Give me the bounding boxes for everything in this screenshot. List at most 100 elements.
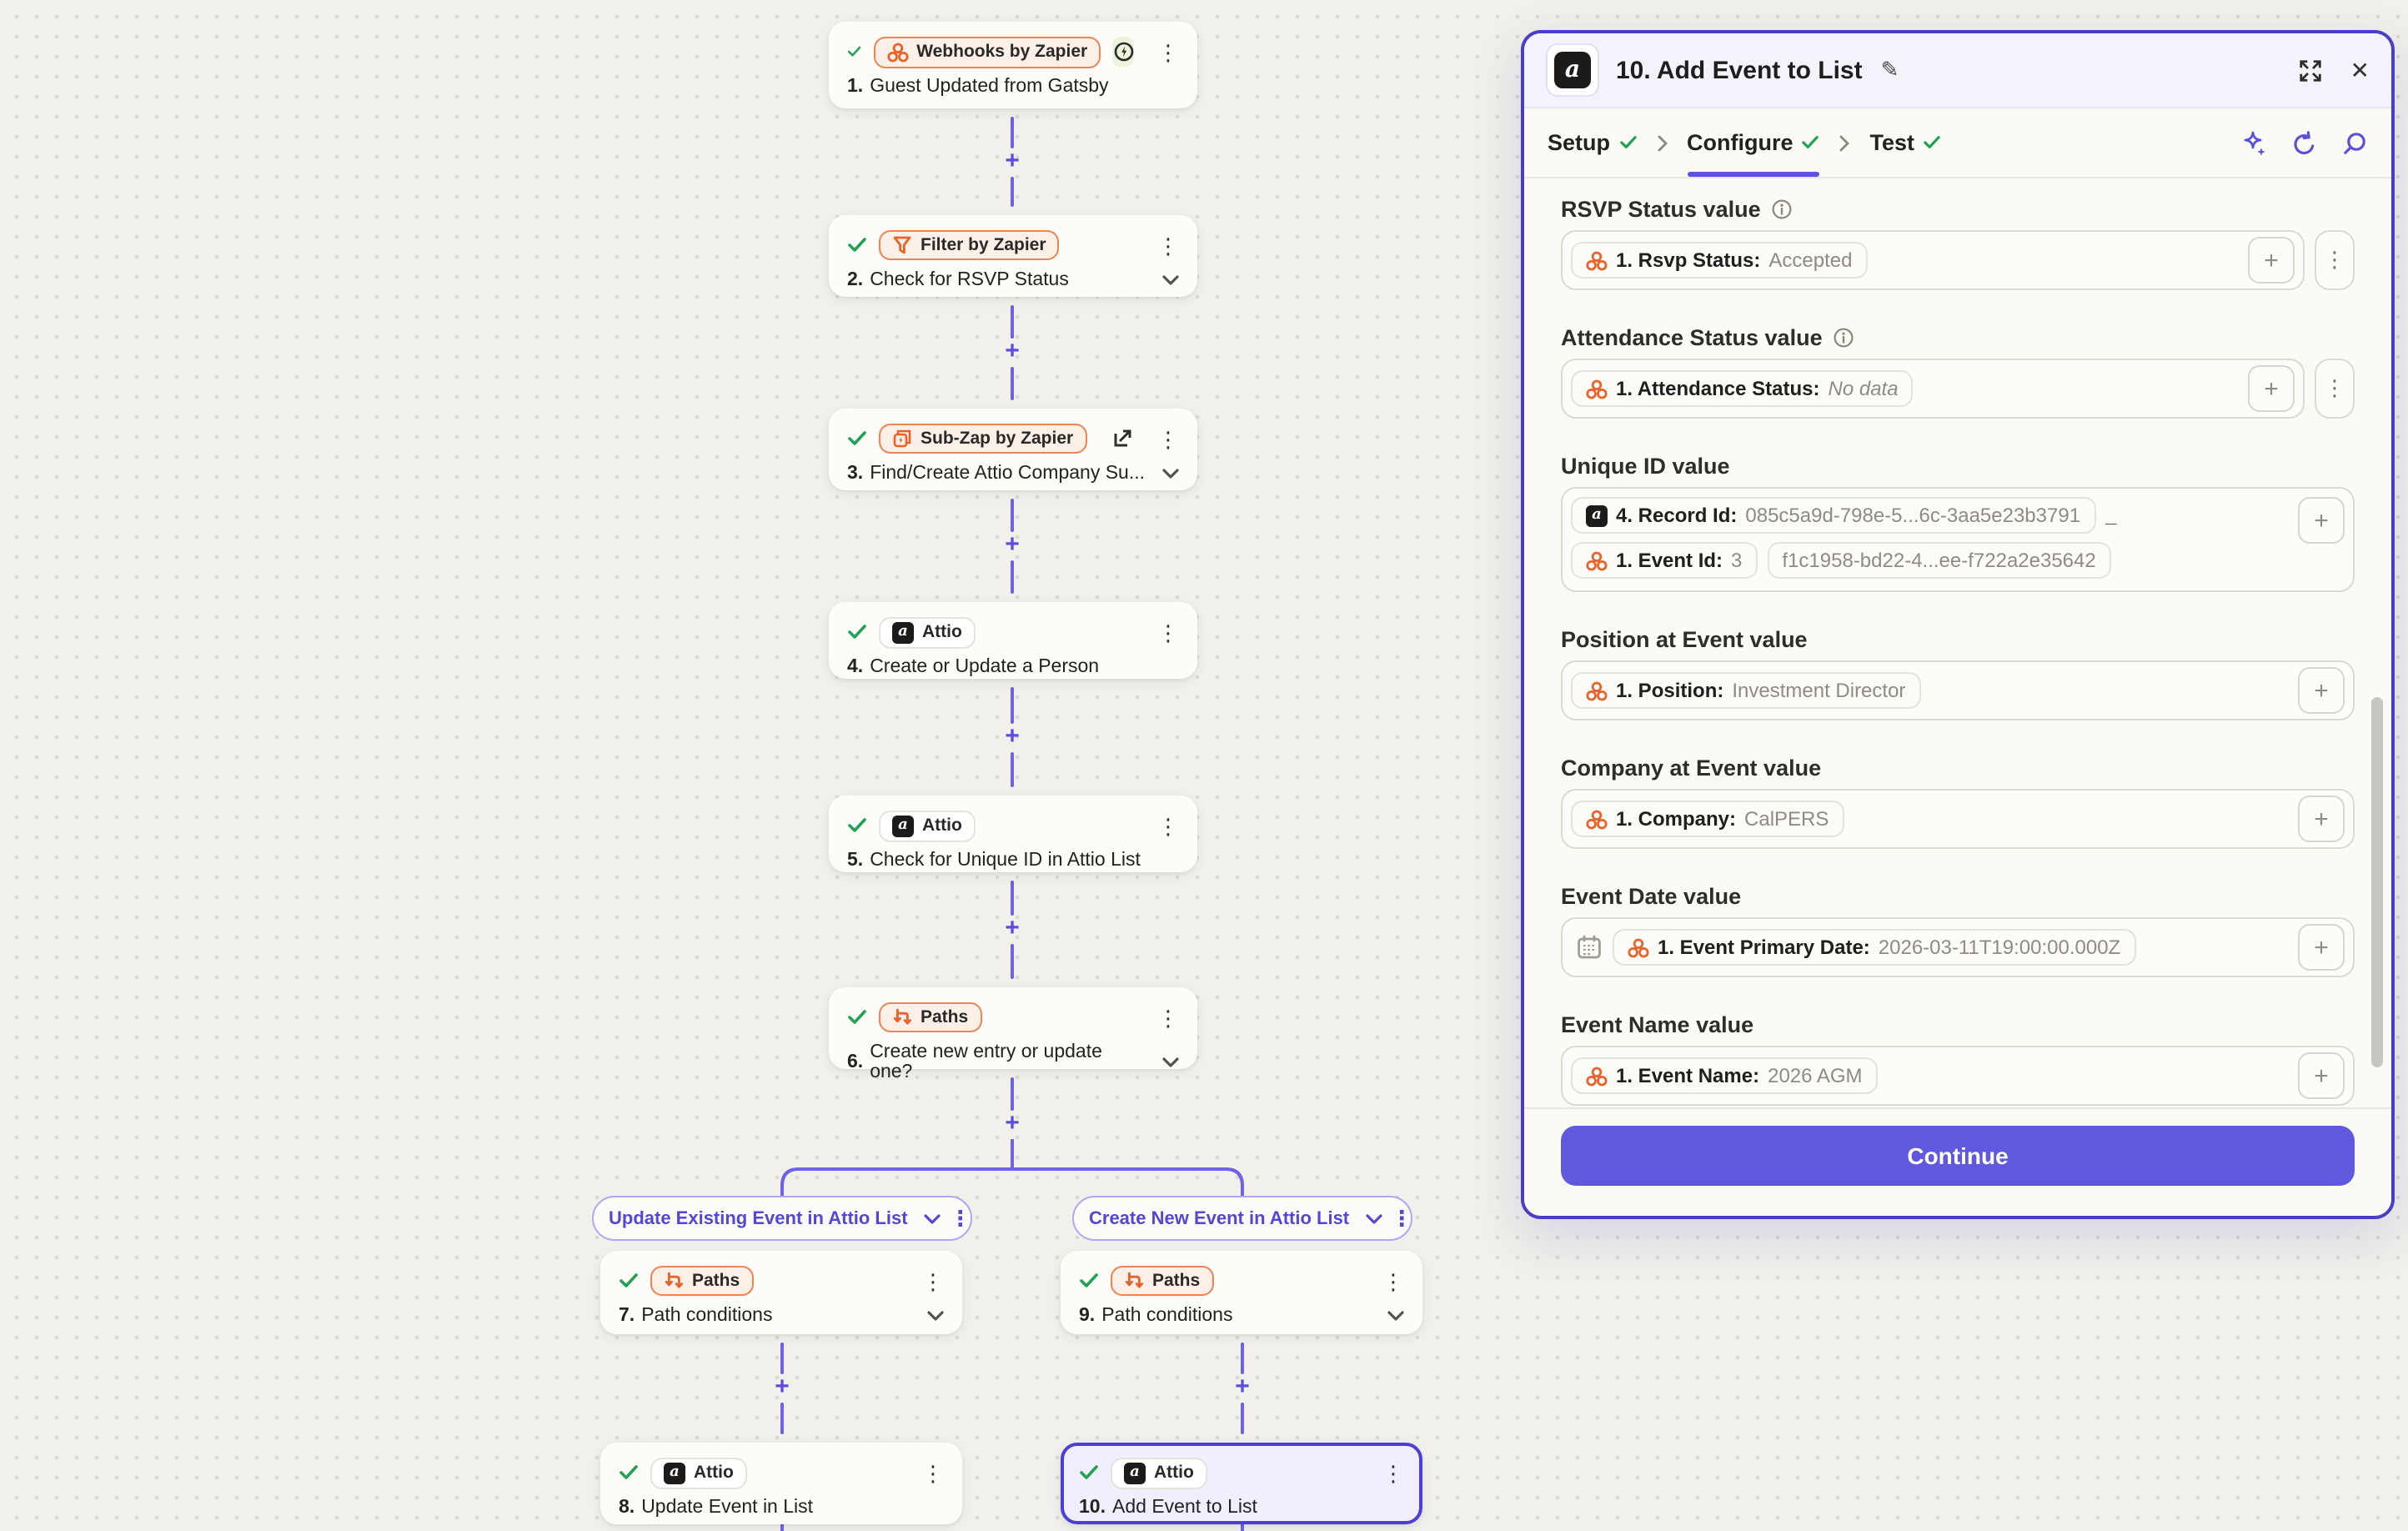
- step-node-6[interactable]: Paths ⋮ 6. Create new entry or update on…: [829, 987, 1197, 1082]
- step-node-2[interactable]: Filter by Zapier ⋮ 2. Check for RSVP Sta…: [829, 215, 1197, 297]
- app-badge: a Attio: [879, 810, 976, 841]
- connector-line: [1011, 687, 1014, 724]
- mapped-field-token[interactable]: 1. Position: Investment Director: [1571, 672, 1921, 709]
- kebab-menu-icon[interactable]: ⋮: [1157, 813, 1179, 838]
- insert-data-button[interactable]: +: [2298, 924, 2345, 971]
- path-label-create-new[interactable]: Create New Event in Attio List ⋮: [1072, 1196, 1412, 1241]
- step-node-3[interactable]: Sub-Zap by Zapier ⋮ 3. Find/Create Attio…: [829, 409, 1197, 490]
- step-title: Path conditions: [1101, 1306, 1233, 1326]
- kebab-menu-icon[interactable]: ⋮: [1157, 426, 1179, 451]
- kebab-menu-icon[interactable]: ⋮: [1157, 620, 1179, 645]
- open-subzap-icon[interactable]: [1112, 429, 1132, 449]
- insert-data-button[interactable]: +: [2298, 1052, 2345, 1099]
- token-label: 4. Record Id:: [1616, 504, 1738, 527]
- ai-sparkle-icon[interactable]: [2241, 129, 2268, 156]
- kebab-menu-icon[interactable]: ⋮: [922, 1268, 944, 1293]
- edit-title-icon[interactable]: ✎: [1880, 57, 1899, 82]
- app-badge: Paths: [650, 1266, 754, 1296]
- info-icon[interactable]: [1771, 198, 1793, 220]
- field-event-date: Event Date value 1. Event Primary Date: …: [1561, 884, 2355, 977]
- step-node-9[interactable]: Paths ⋮ 9. Path conditions: [1061, 1251, 1422, 1334]
- step-number: 10.: [1079, 1498, 1106, 1518]
- field-company-at-event: Company at Event value 1. Company: CalPE…: [1561, 755, 2355, 849]
- token-label: 1. Event Name:: [1616, 1064, 1760, 1087]
- step-node-7[interactable]: Paths ⋮ 7. Path conditions: [600, 1251, 962, 1334]
- kebab-menu-icon[interactable]: ⋮: [1157, 1005, 1179, 1030]
- event-date-input[interactable]: 1. Event Primary Date: 2026-03-11T19:00:…: [1561, 917, 2355, 977]
- token-value: 2026-03-11T19:00:00.000Z: [1878, 936, 2121, 959]
- mapped-field-token[interactable]: 1. Event Id: 3: [1571, 542, 1758, 579]
- tab-setup[interactable]: Setup: [1548, 108, 1637, 177]
- undo-icon[interactable]: [2291, 129, 2318, 156]
- add-step-button[interactable]: +: [1235, 1373, 1250, 1401]
- info-icon[interactable]: [1833, 327, 1854, 349]
- attio-icon: a: [892, 815, 914, 836]
- app-badge-label: Sub-Zap by Zapier: [921, 429, 1074, 449]
- step-number: 7.: [619, 1306, 635, 1326]
- add-step-button[interactable]: +: [1005, 1109, 1020, 1137]
- mapped-field-token[interactable]: 1. Event Name: 2026 AGM: [1571, 1057, 1878, 1094]
- path-label-update-existing[interactable]: Update Existing Event in Attio List ⋮: [592, 1196, 972, 1241]
- insert-data-button[interactable]: +: [2298, 667, 2345, 714]
- event-name-input[interactable]: 1. Event Name: 2026 AGM +: [1561, 1046, 2355, 1106]
- add-step-button[interactable]: +: [775, 1373, 790, 1401]
- add-step-button[interactable]: +: [1005, 530, 1020, 559]
- attendance-status-input[interactable]: 1. Attendance Status: No data +: [1561, 359, 2305, 419]
- chevron-down-icon[interactable]: [924, 1213, 941, 1223]
- kebab-menu-icon[interactable]: ⋮: [1382, 1268, 1404, 1293]
- rsvp-status-input[interactable]: 1. Rsvp Status: Accepted +: [1561, 230, 2305, 290]
- mapped-field-token[interactable]: 1. Attendance Status: No data: [1571, 370, 1914, 407]
- insert-data-button[interactable]: +: [2248, 365, 2295, 412]
- step-title: Check for RSVP Status: [870, 270, 1069, 290]
- kebab-menu-icon[interactable]: ⋮: [1157, 39, 1179, 64]
- kebab-menu-icon[interactable]: ⋮: [1382, 1460, 1404, 1485]
- mapped-field-token-wrap[interactable]: f1c1958-bd22-4...ee-f722a2e35642: [1767, 542, 2111, 579]
- step-node-5[interactable]: a Attio ⋮ 5. Check for Unique ID in Atti…: [829, 796, 1197, 872]
- step-number: 5.: [847, 851, 864, 871]
- token-value: f1c1958-bd22-4...ee-f722a2e35642: [1782, 549, 2096, 572]
- position-input[interactable]: 1. Position: Investment Director +: [1561, 660, 2355, 720]
- kebab-menu-icon[interactable]: ⋮: [922, 1460, 944, 1485]
- step-number: 9.: [1079, 1306, 1096, 1326]
- add-step-button[interactable]: +: [1005, 147, 1020, 175]
- chevron-down-icon[interactable]: [1162, 469, 1179, 479]
- add-step-button[interactable]: +: [1005, 337, 1020, 365]
- webhooks-icon: [1586, 250, 1608, 270]
- kebab-menu-icon[interactable]: ⋮: [1157, 233, 1179, 258]
- chevron-down-icon[interactable]: [1162, 1057, 1179, 1067]
- mapped-field-token[interactable]: 1. Rsvp Status: Accepted: [1571, 242, 1868, 279]
- add-step-button[interactable]: +: [1005, 722, 1020, 750]
- insert-data-button[interactable]: +: [2298, 497, 2345, 544]
- chevron-down-icon[interactable]: [927, 1311, 944, 1321]
- attio-icon: a: [892, 621, 914, 643]
- mapped-field-token[interactable]: 1. Company: CalPERS: [1571, 801, 1844, 837]
- chevron-down-icon[interactable]: [1162, 275, 1179, 285]
- chevron-down-icon[interactable]: [1366, 1213, 1382, 1223]
- step-node-1[interactable]: Webhooks by Zapier ⋮ 1. Guest Updated fr…: [829, 22, 1197, 108]
- panel-scrollbar[interactable]: [2371, 697, 2383, 1067]
- unique-id-input[interactable]: a 4. Record Id: 085c5a9d-798e-5...6c-3aa…: [1561, 487, 2355, 592]
- mapped-field-token[interactable]: a 4. Record Id: 085c5a9d-798e-5...6c-3aa…: [1571, 497, 2096, 534]
- kebab-menu-icon[interactable]: ⋮: [949, 1206, 971, 1231]
- company-input[interactable]: 1. Company: CalPERS +: [1561, 789, 2355, 849]
- mapped-field-token[interactable]: 1. Event Primary Date: 2026-03-11T19:00:…: [1613, 929, 2136, 966]
- tab-configure[interactable]: Configure: [1687, 108, 1820, 177]
- field-menu-button[interactable]: ⋮: [2315, 359, 2355, 419]
- token-value: Investment Director: [1732, 679, 1906, 702]
- kebab-menu-icon[interactable]: ⋮: [1391, 1206, 1413, 1231]
- insert-data-button[interactable]: +: [2248, 237, 2295, 284]
- close-panel-icon[interactable]: ✕: [2350, 56, 2370, 83]
- token-value: Accepted: [1768, 248, 1853, 272]
- add-step-button[interactable]: +: [1005, 914, 1020, 942]
- step-node-10-selected[interactable]: a Attio ⋮ 10. Add Event to List: [1061, 1443, 1422, 1524]
- insert-data-button[interactable]: +: [2298, 796, 2345, 842]
- step-node-8[interactable]: a Attio ⋮ 8. Update Event in List: [600, 1443, 962, 1524]
- field-menu-button[interactable]: ⋮: [2315, 230, 2355, 290]
- step-node-4[interactable]: a Attio ⋮ 4. Create or Update a Person: [829, 602, 1197, 679]
- search-icon[interactable]: [2341, 129, 2368, 156]
- continue-button[interactable]: Continue: [1561, 1126, 2355, 1186]
- expand-panel-icon[interactable]: [2299, 58, 2324, 83]
- tab-test[interactable]: Test: [1870, 108, 1942, 177]
- chevron-down-icon[interactable]: [1387, 1311, 1404, 1321]
- webhooks-icon: [1586, 680, 1608, 700]
